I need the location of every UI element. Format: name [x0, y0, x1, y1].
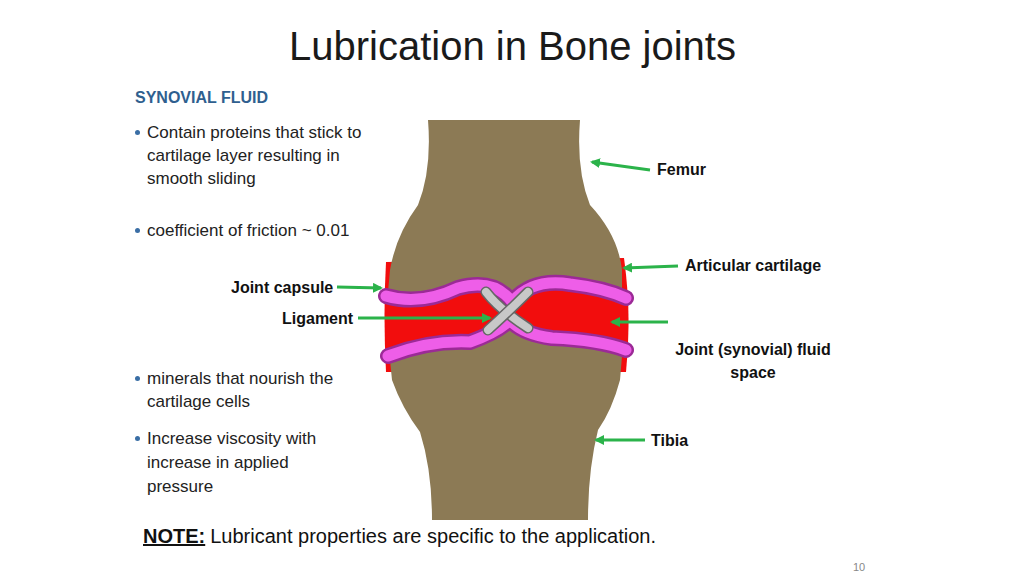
- slide-title: Lubrication in Bone joints: [289, 24, 736, 69]
- part-label: Femur: [657, 160, 706, 180]
- page-number: 10: [853, 560, 865, 574]
- leader-arrow: [337, 287, 381, 288]
- bullet-dot: [135, 376, 140, 381]
- part-label: Ligament: [282, 309, 353, 329]
- bullet-text: Contain proteins that stick to cartilage…: [147, 121, 379, 190]
- leader-arrow: [596, 439, 645, 442]
- tibial-cartilage: [388, 320, 626, 356]
- bullet-dot: [135, 130, 140, 135]
- note-text: Lubricant properties are specific to the…: [210, 525, 656, 547]
- leader-arrow: [358, 317, 490, 320]
- bullet-text: Increase viscosity with increase in appl…: [147, 427, 359, 499]
- femur-bone: [388, 120, 622, 296]
- leader-arrow: [624, 266, 678, 268]
- part-label: Tibia: [651, 431, 688, 451]
- leader-arrow: [592, 162, 650, 170]
- note-line: NOTE:Lubricant properties are specific t…: [143, 525, 656, 548]
- leader-arrows: [337, 162, 678, 440]
- part-label: Joint (synovial) fluid space: [657, 338, 849, 384]
- bullet-text: coefficient of friction ~ 0.01: [147, 219, 349, 242]
- femoral-cartilage: [386, 283, 626, 302]
- femoral-cartilage-inner: [386, 283, 626, 302]
- leader-arrow: [612, 321, 668, 324]
- tibial-cartilage-inner: [388, 320, 626, 356]
- part-label: Joint capsule: [231, 278, 333, 298]
- note-prefix: NOTE:: [143, 525, 205, 547]
- bullet-dot: [135, 436, 140, 441]
- ligament-strand: [488, 292, 528, 330]
- tibia-bone: [390, 326, 622, 520]
- section-heading: SYNOVIAL FLUID: [135, 88, 268, 108]
- bullet-text: minerals that nourish the cartilage cell…: [147, 367, 387, 413]
- ligament-strand: [488, 292, 528, 330]
- bullet-dot: [135, 228, 140, 233]
- part-label: Articular cartilage: [685, 256, 821, 276]
